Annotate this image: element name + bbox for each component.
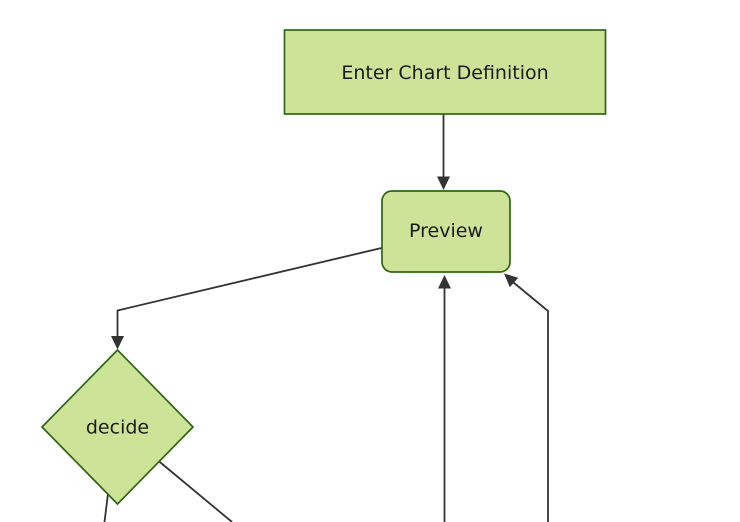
node-enter-chart-definition: Enter Chart Definition	[283, 29, 607, 115]
arrowhead-preview-to-decide-icon	[111, 336, 124, 350]
node-decide: decide	[40, 348, 195, 506]
arrowhead-bottom-center-to-preview-icon	[438, 275, 451, 289]
node-preview: Preview	[381, 190, 511, 273]
arrowhead-enter-to-preview-icon	[437, 176, 450, 190]
edge-layer	[103, 113, 549, 522]
node-preview-shape	[381, 190, 511, 273]
node-preview-label: Preview	[409, 220, 483, 242]
arrowhead-bottom-right-to-preview-icon	[504, 273, 519, 288]
node-decide-label: decide	[86, 417, 149, 439]
edge-decide-to-bottom-right	[157, 459, 233, 522]
node-decide-shape	[40, 348, 195, 506]
node-enter-chart-definition-shape	[283, 29, 607, 115]
node-enter-chart-definition-label: Enter Chart Definition	[341, 62, 548, 84]
edge-bottom-right-to-preview	[512, 281, 549, 522]
edge-preview-to-decide	[116, 247, 382, 337]
